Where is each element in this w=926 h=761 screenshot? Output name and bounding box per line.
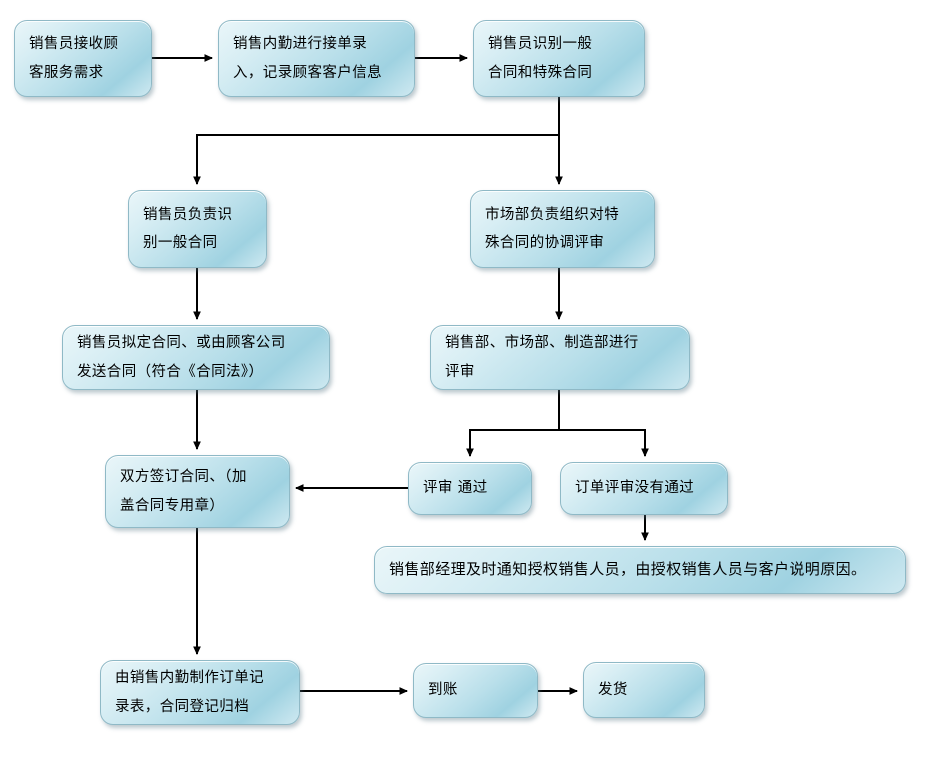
flow-node-identify-general-and-special-contract[interactable]: 销售员识别一般 合同和特殊合同 — [473, 20, 645, 97]
flow-node-three-departments-review[interactable]: 销售部、市场部、制造部进行 评审 — [430, 325, 690, 390]
flow-node-inside-sales-order-entry[interactable]: 销售内勤进行接单录 入，记录顾客客户信息 — [218, 20, 415, 97]
flow-node-label: 到账 — [428, 682, 458, 699]
flow-node-label: 销售内勤进行接单录 入，记录顾客客户信息 — [233, 36, 382, 81]
flow-node-label: 销售部经理及时通知授权销售人员，由授权销售人员与客户说明原因。 — [389, 560, 867, 579]
flow-node-label: 销售员识别一般 合同和特殊合同 — [488, 36, 593, 81]
flow-node-label: 销售部、市场部、制造部进行 评审 — [445, 335, 639, 380]
flow-node-inside-sales-creates-order-record[interactable]: 由销售内勤制作订单记 录表，合同登记归档 — [100, 660, 300, 725]
edge-n7-split-right-n10 — [559, 429, 649, 458]
edge-n7-split-left-n9 — [466, 390, 560, 458]
flow-node-payment-received[interactable]: 到账 — [413, 663, 538, 718]
flow-node-label: 评审 通过 — [423, 480, 488, 497]
flow-node-order-review-failed[interactable]: 订单评审没有通过 — [560, 462, 728, 515]
flow-node-receive-customer-service-request[interactable]: 销售员接收顾 客服务需求 — [14, 20, 152, 97]
flow-node-label: 由销售内勤制作订单记 录表，合同登记归档 — [115, 670, 264, 715]
flow-node-label: 双方签订合同、（加 盖合同专用章） — [120, 469, 247, 514]
flow-node-label: 市场部负责组织对特 殊合同的协调评审 — [485, 206, 620, 251]
flow-node-label: 销售员接收顾 客服务需求 — [29, 36, 119, 81]
flow-node-both-parties-sign-contract[interactable]: 双方签订合同、（加 盖合同专用章） — [105, 455, 290, 528]
edge-n3-split-to-n4 — [193, 97, 560, 186]
flow-node-label: 发货 — [598, 681, 628, 698]
flow-node-draft-or-receive-contract[interactable]: 销售员拟定合同、或由顾客公司 发送合同（符合《合同法》） — [62, 325, 330, 390]
flow-node-salesperson-identifies-general-contract[interactable]: 销售员负责识 别一般合同 — [128, 190, 267, 268]
flow-node-label: 销售员拟定合同、或由顾客公司 发送合同（符合《合同法》） — [77, 335, 286, 380]
flow-node-label: 订单评审没有通过 — [575, 480, 695, 497]
flow-node-sales-manager-notifies-authorized-staff[interactable]: 销售部经理及时通知授权销售人员，由授权销售人员与客户说明原因。 — [374, 546, 906, 594]
flow-node-marketing-dept-coordinates-special-contract-review[interactable]: 市场部负责组织对特 殊合同的协调评审 — [470, 190, 655, 268]
flow-node-label: 销售员负责识 别一般合同 — [143, 206, 233, 251]
flow-node-review-passed[interactable]: 评审 通过 — [408, 462, 532, 515]
flow-node-ship-goods[interactable]: 发货 — [583, 662, 705, 718]
